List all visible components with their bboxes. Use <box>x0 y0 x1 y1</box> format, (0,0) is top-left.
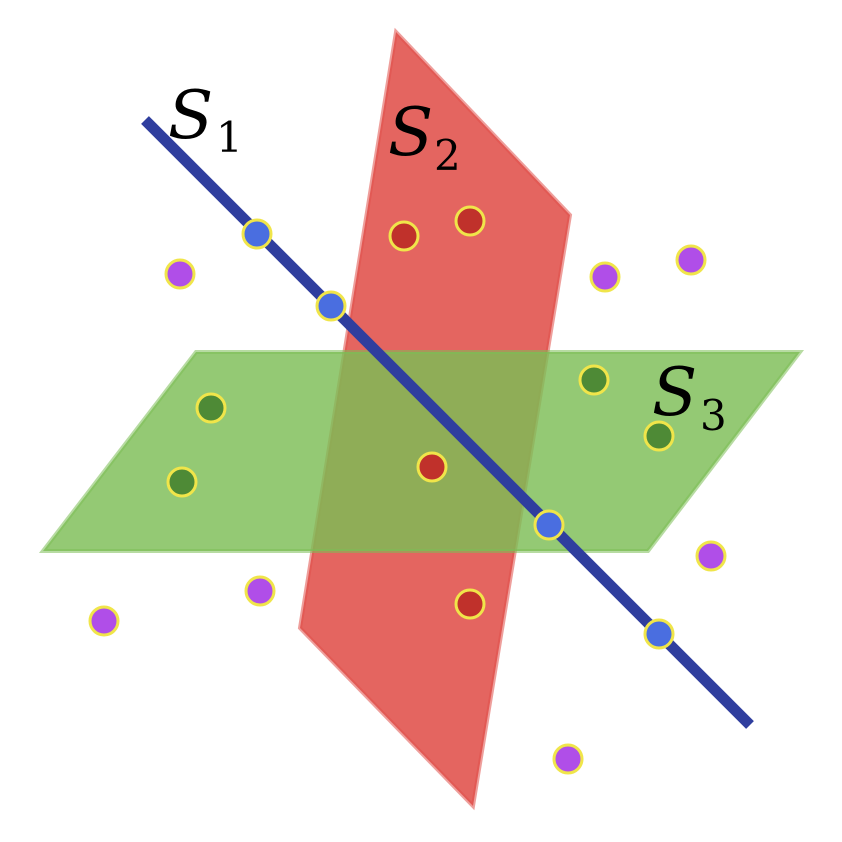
label-s3-subscript: 3 <box>700 391 727 440</box>
point-s1-3 <box>533 509 565 541</box>
subspace-plane-s3 <box>38 350 805 553</box>
point-s2-4 <box>454 588 486 620</box>
point-s1-2 <box>315 290 347 322</box>
point-outlier-2 <box>589 261 621 293</box>
point-outlier-6 <box>88 605 120 637</box>
label-s2-symbol: S <box>388 94 433 171</box>
point-s3-2 <box>166 466 198 498</box>
point-s2-3 <box>416 451 448 483</box>
point-outlier-1 <box>164 258 196 290</box>
point-outlier-3 <box>675 244 707 276</box>
label-s1: S 1 <box>168 77 243 162</box>
label-s1-symbol: S <box>168 77 213 154</box>
point-outlier-7 <box>552 743 584 775</box>
point-s1-4 <box>643 618 675 650</box>
label-s3-symbol: S <box>652 354 697 431</box>
point-outlier-4 <box>695 540 727 572</box>
point-s2-1 <box>388 220 420 252</box>
label-s1-subscript: 1 <box>216 113 243 162</box>
point-outlier-5 <box>244 575 276 607</box>
point-s3-3 <box>578 364 610 396</box>
label-s2: S 2 <box>388 94 461 180</box>
data-points <box>88 205 727 775</box>
point-s3-1 <box>195 392 227 424</box>
label-s2-subscript: 2 <box>434 131 461 180</box>
point-s1-1 <box>241 218 273 250</box>
label-s3: S 3 <box>652 354 727 440</box>
point-s2-2 <box>454 205 486 237</box>
point-s3-4 <box>643 420 675 452</box>
